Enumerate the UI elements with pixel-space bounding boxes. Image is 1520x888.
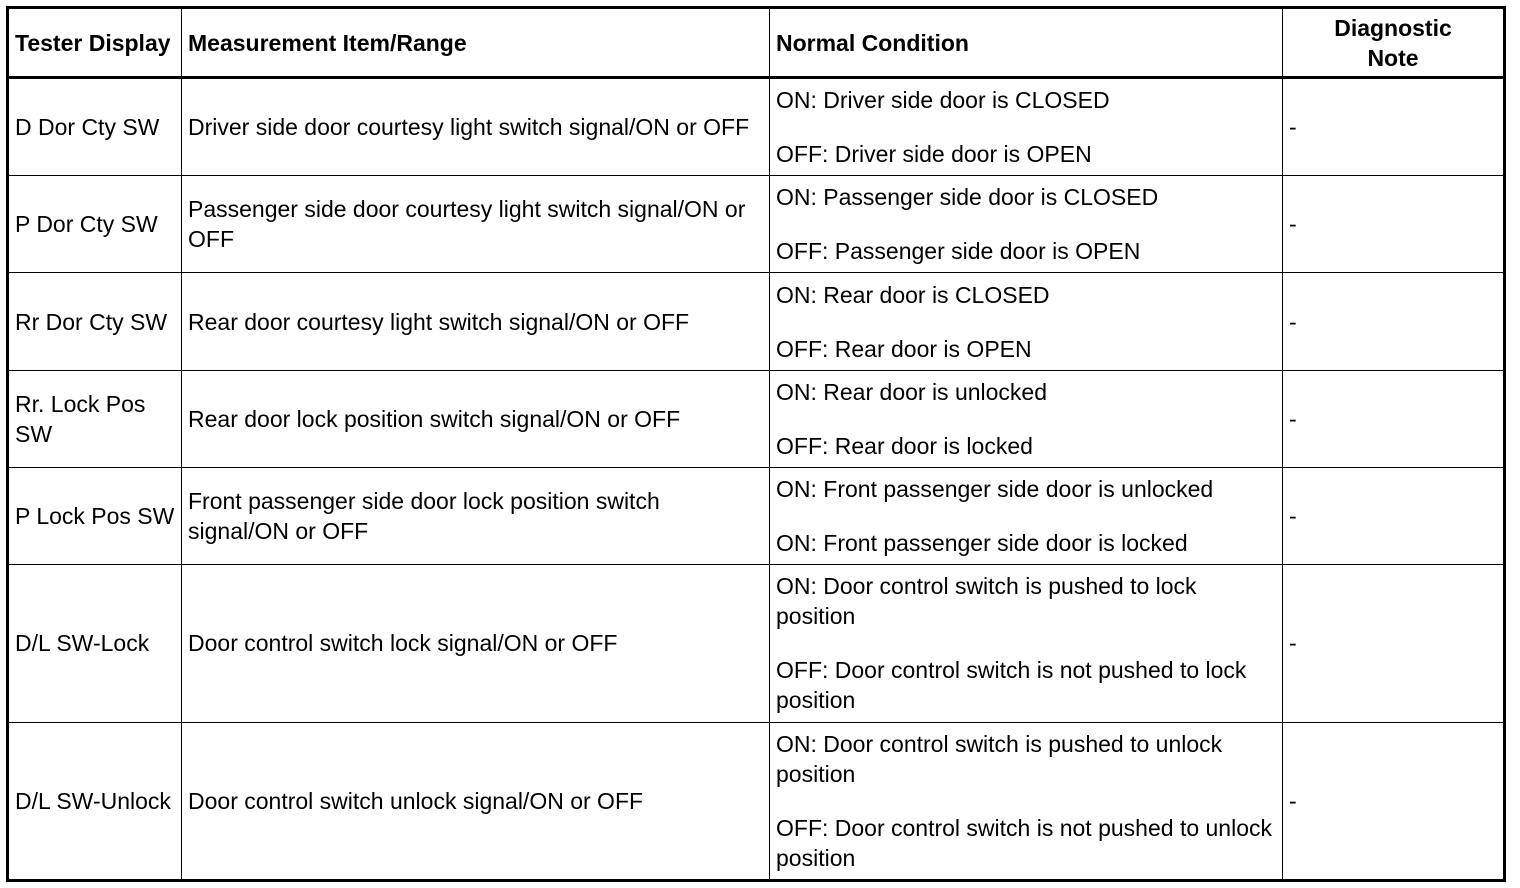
table-row: P Lock Pos SW Front passenger side door … [7,466,1505,566]
normal-off-text: OFF: Rear door is OPEN [776,335,1032,362]
cell-diagnostic-note: - [1282,272,1505,371]
table-body: D Dor Cty SW Driver side door courtesy l… [7,76,1505,882]
cell-measurement: Door control switch lock signal/ON or OF… [181,564,770,723]
normal-on-text: ON: Rear door is unlocked [776,378,1048,405]
table-row: Rr Dor Cty SW Rear door courtesy light s… [7,272,1505,371]
table-header: Tester Display Measurement Item/Range No… [7,7,1505,79]
cell-measurement: Driver side door courtesy light switch s… [181,76,770,177]
cell-measurement: Rear door courtesy light switch signal/O… [181,272,770,371]
normal-on-text: ON: Door control switch is pushed to unl… [776,730,1223,787]
normal-off-text: OFF: Passenger side door is OPEN [776,238,1141,265]
table-row: D/L SW-Unlock Door control switch unlock… [7,721,1505,882]
normal-off-text: OFF: Rear door is locked [776,432,1033,459]
cell-tester-display: Rr Dor Cty SW [7,272,182,371]
header-tester-display: Tester Display [7,7,182,79]
normal-on-text: ON: Front passenger side door is unlocke… [776,476,1214,503]
cell-tester-display: P Dor Cty SW [7,175,182,274]
normal-off-text: OFF: Door control switch is not pushed t… [776,657,1247,714]
header-row: Tester Display Measurement Item/Range No… [7,7,1505,79]
data-list-table: Tester Display Measurement Item/Range No… [6,6,1506,882]
table-row: D/L SW-Lock Door control switch lock sig… [7,564,1505,723]
cell-measurement: Front passenger side door lock position … [181,466,770,566]
cell-tester-display: D/L SW-Lock [7,564,182,723]
header-normal-condition: Normal Condition [769,7,1283,79]
cell-normal-condition: ON: Passenger side door is CLOSED OFF: Pa… [769,175,1283,274]
normal-off-text: OFF: Door control switch is not pushed t… [776,814,1272,871]
header-diagnostic-note-line2: Note [1367,44,1419,71]
cell-tester-display: Rr. Lock Pos SW [7,369,182,468]
cell-diagnostic-note: - [1282,175,1505,274]
table-row: P Dor Cty SW Passenger side door courtes… [7,175,1505,274]
normal-on-text: ON: Door control switch is pushed to loc… [776,573,1197,630]
cell-diagnostic-note: - [1282,564,1505,723]
cell-tester-display: D Dor Cty SW [7,76,182,177]
cell-normal-condition: ON: Door control switch is pushed to loc… [769,564,1283,723]
normal-on-text: ON: Driver side door is CLOSED [776,87,1110,114]
cell-normal-condition: ON: Driver side door is CLOSED OFF: Drive… [769,76,1283,177]
cell-diagnostic-note: - [1282,76,1505,177]
table-row: Rr. Lock Pos SW Rear door lock position … [7,369,1505,468]
normal-on-text: ON: Passenger side door is CLOSED [776,184,1159,211]
cell-diagnostic-note: - [1282,721,1505,882]
cell-tester-display: P Lock Pos SW [7,466,182,566]
header-diagnostic-note: Diagnostic Note [1282,7,1505,79]
header-measurement: Measurement Item/Range [181,7,770,79]
header-diagnostic-note-line1: Diagnostic [1334,14,1452,41]
cell-measurement: Door control switch unlock signal/ON or … [181,721,770,882]
cell-diagnostic-note: - [1282,466,1505,566]
normal-off-text: ON: Front passenger side door is locked [776,530,1188,557]
cell-normal-condition: ON: Front passenger side door is unlocke… [769,466,1283,566]
normal-on-text: ON: Rear door is CLOSED [776,281,1050,308]
table-row: D Dor Cty SW Driver side door courtesy l… [7,76,1505,177]
cell-normal-condition: ON: Rear door is CLOSED OFF: Rear door is… [769,272,1283,371]
cell-tester-display: D/L SW-Unlock [7,721,182,882]
cell-measurement: Rear door lock position switch signal/ON… [181,369,770,468]
cell-normal-condition: ON: Door control switch is pushed to unl… [769,721,1283,882]
normal-off-text: OFF: Driver side door is OPEN [776,141,1092,168]
cell-measurement: Passenger side door courtesy light switc… [181,175,770,274]
cell-diagnostic-note: - [1282,369,1505,468]
